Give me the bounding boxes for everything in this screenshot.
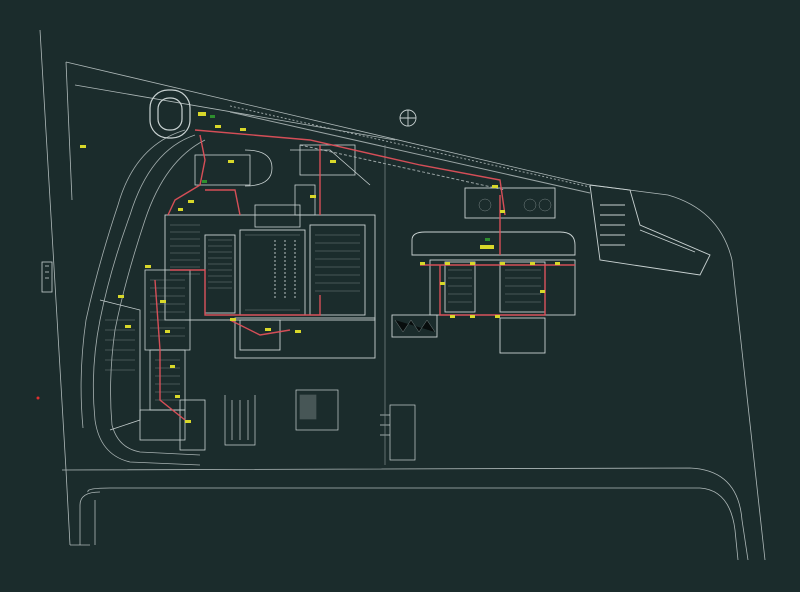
site-boundary — [39, 29, 766, 561]
secondary-tags — [202, 115, 490, 241]
parking-area — [224, 389, 416, 461]
main-building-detail — [170, 224, 360, 311]
boundary-marker — [41, 261, 53, 293]
access-road — [80, 129, 206, 466]
red-point-marker — [36, 396, 40, 400]
equipment-tags — [80, 112, 560, 423]
main-building — [164, 214, 376, 359]
railway-spur — [229, 105, 591, 194]
west-wing-detail — [105, 279, 185, 401]
roundabout — [149, 89, 191, 139]
north-arrow-icon — [399, 109, 417, 127]
west-wing — [99, 269, 206, 451]
upper-plant-area — [194, 144, 371, 228]
ne-terminal — [589, 184, 711, 276]
east-unit-detail — [394, 198, 552, 333]
